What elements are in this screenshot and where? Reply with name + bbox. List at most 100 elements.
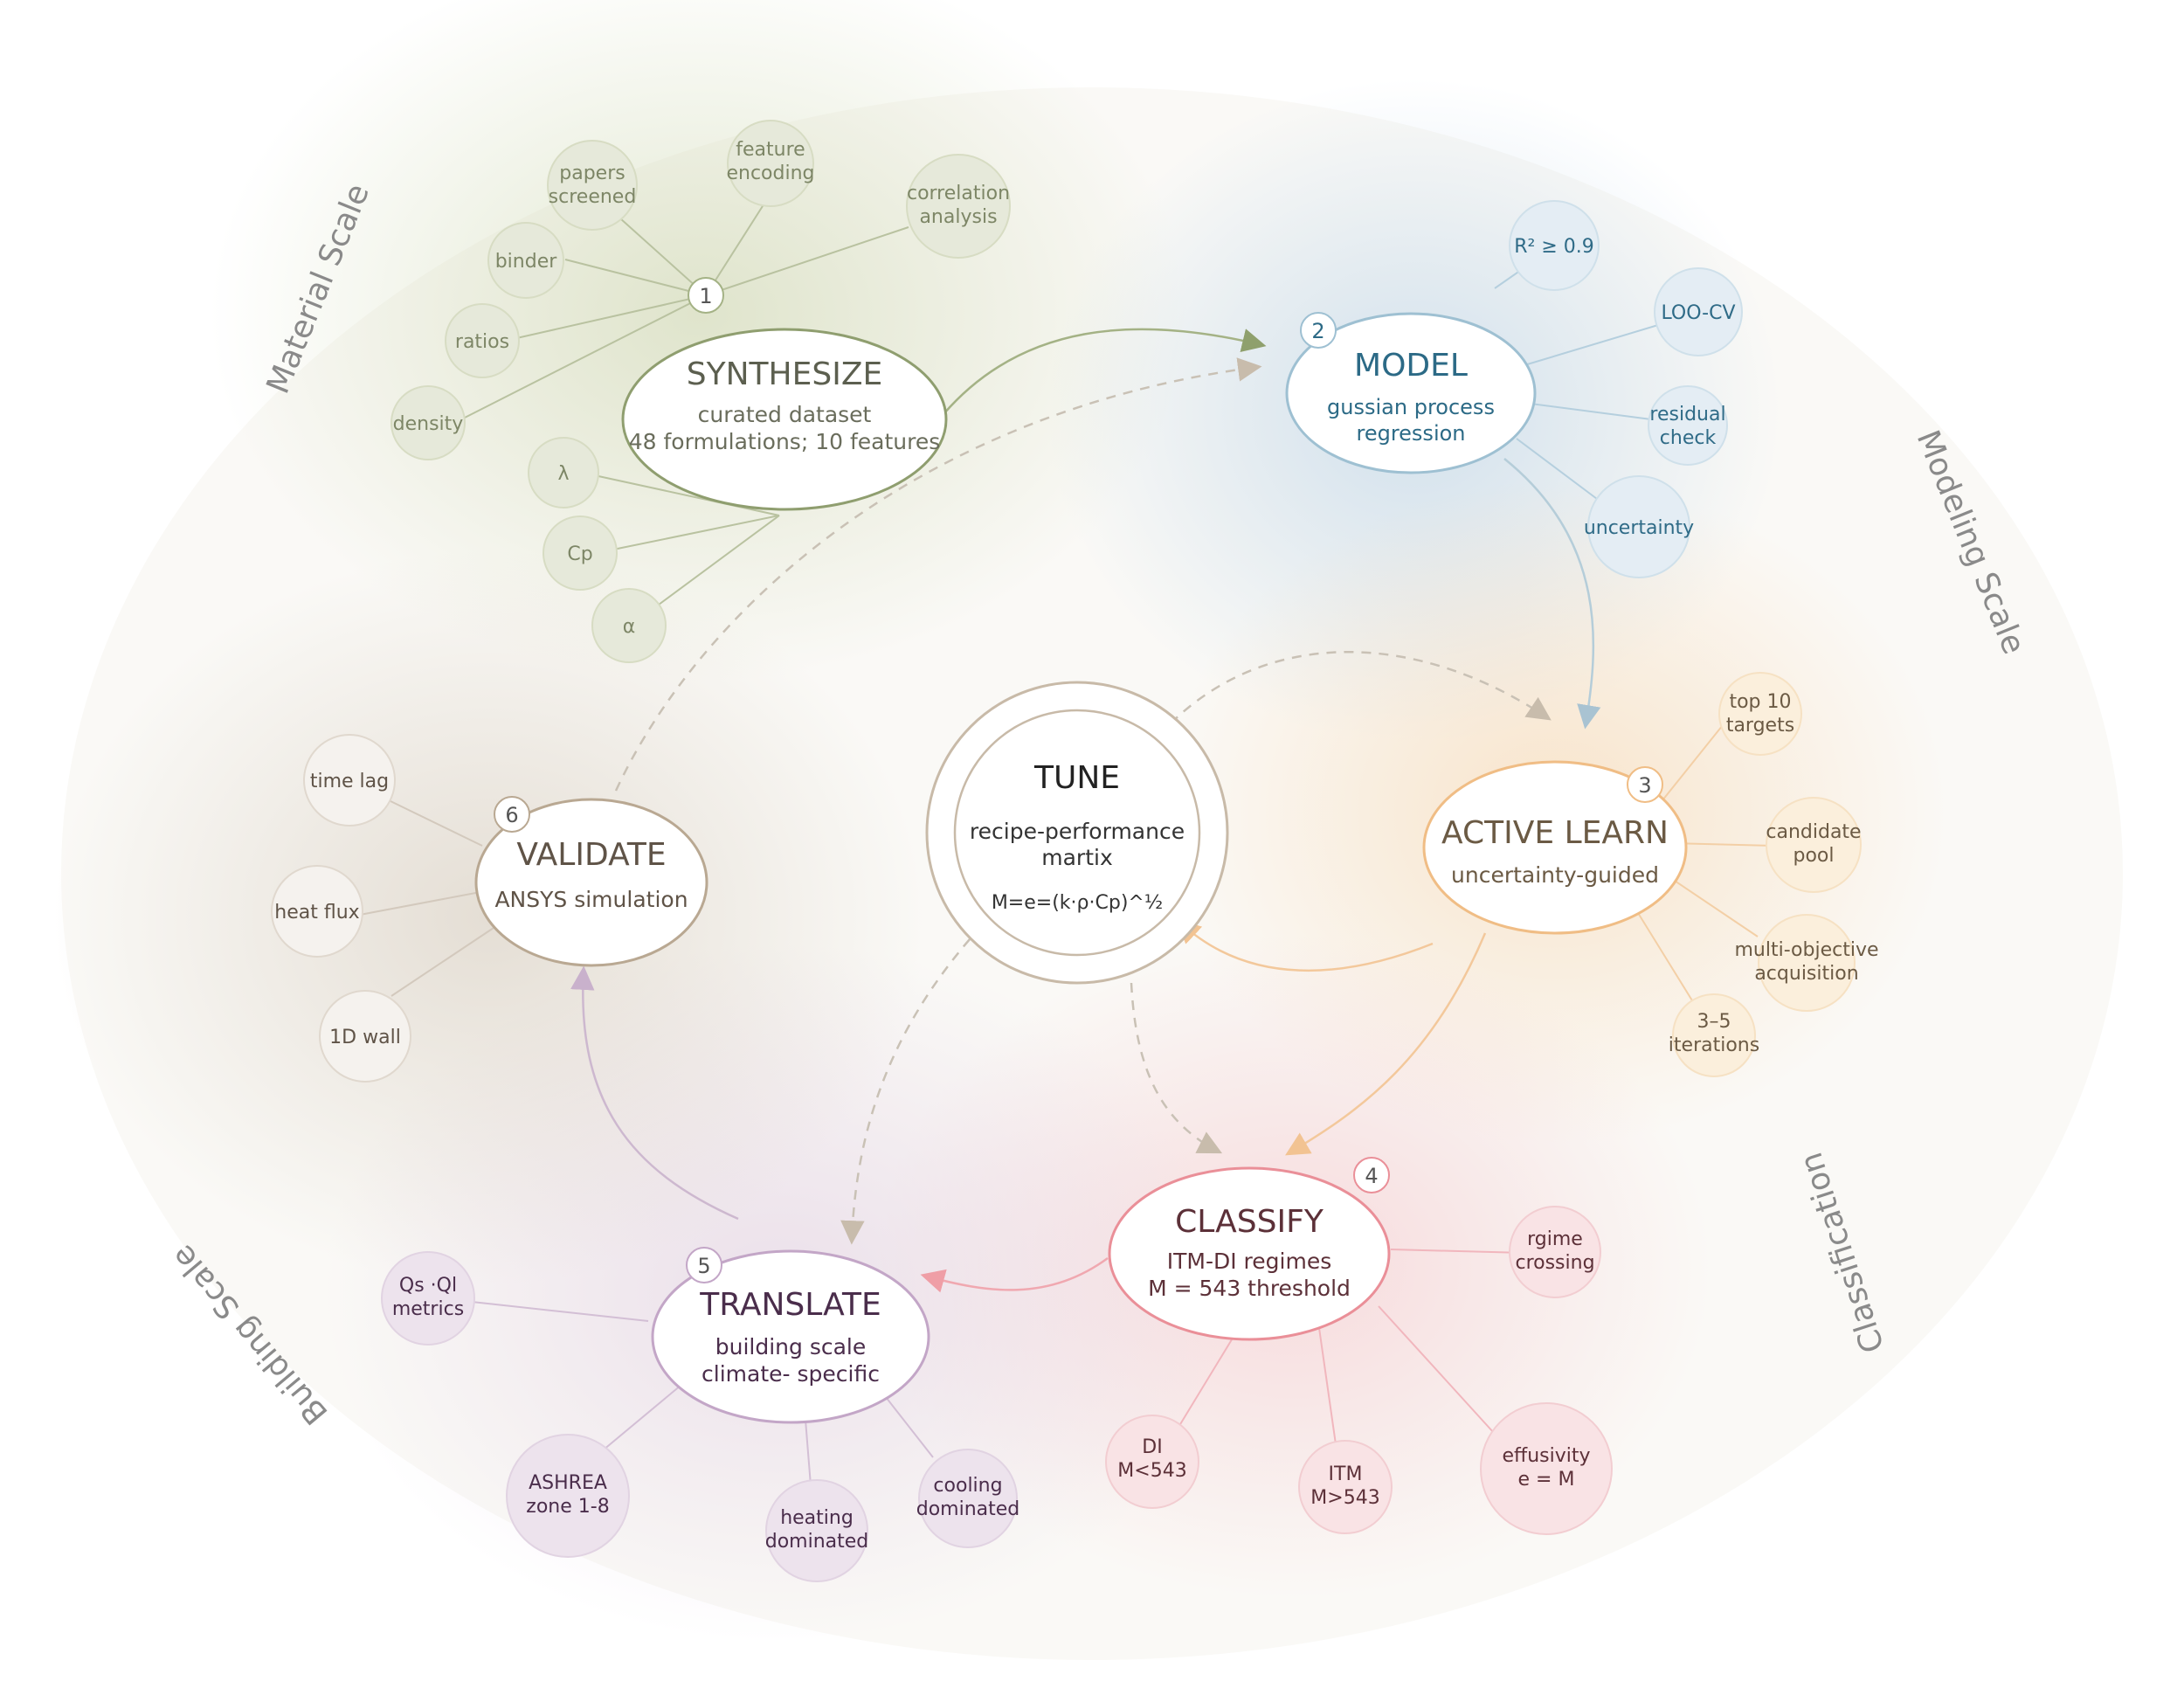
satellite-iterations: 3–5 iterations: [1669, 993, 1759, 1077]
svg-text:top 10: top 10: [1729, 691, 1791, 713]
svg-text:3–5: 3–5: [1697, 1011, 1731, 1033]
svg-text:effusivity: effusivity: [1503, 1445, 1591, 1467]
satellite-effusivity: effusivity e = M: [1480, 1402, 1613, 1535]
svg-text:ratios: ratios: [455, 331, 509, 353]
svg-text:dominated: dominated: [765, 1531, 869, 1553]
svg-text:M>543: M>543: [1310, 1487, 1379, 1509]
svg-text:LOO-CV: LOO-CV: [1661, 302, 1735, 324]
stage-model-title: MODEL: [1354, 348, 1468, 384]
satellites-model: R² ≥ 0.9 LOO-CV residual check uncertain…: [1509, 200, 1743, 578]
svg-text:ASHREA: ASHREA: [529, 1472, 607, 1494]
connector-lines: [359, 198, 1774, 1486]
stage-classify-sub2: M = 543 threshold: [1148, 1276, 1351, 1301]
arrow-active-to-classify: [1285, 932, 1487, 1156]
satellite-qs-ql-metrics: Qs ·Ql metrics: [381, 1251, 475, 1346]
satellites-translate: Qs ·Ql metrics ASHREA zone 1-8 heating d…: [381, 1251, 1019, 1582]
svg-text:e = M: e = M: [1518, 1469, 1575, 1491]
satellite-cooling-dominated: cooling dominated: [916, 1449, 1019, 1548]
svg-text:acquisition: acquisition: [1754, 963, 1858, 985]
center-title: TUNE: [1033, 760, 1120, 796]
svg-text:papers: papers: [559, 163, 625, 184]
satellite-correlation-analysis: correlation analysis: [906, 154, 1011, 259]
satellite-ratios: ratios: [445, 303, 520, 378]
arrow-synthesize-to-model: [943, 328, 1267, 415]
stage-classify: CLASSIFY ITM-DI regimes M = 543 threshol…: [1108, 1166, 1391, 1341]
badge-3: 3: [1627, 766, 1663, 803]
svg-text:1D wall: 1D wall: [329, 1027, 401, 1048]
stage-validate-title: VALIDATE: [516, 837, 666, 873]
badge-1: 1: [688, 277, 724, 314]
svg-text:4: 4: [1365, 1164, 1378, 1188]
satellite-ashrae-zone: ASHREA zone 1-8: [506, 1434, 630, 1558]
stage-classify-title: CLASSIFY: [1175, 1204, 1324, 1240]
center-sub2: martix: [1041, 845, 1113, 870]
stage-classify-sub1: ITM-DI regimes: [1167, 1249, 1332, 1274]
flow-arrows: [570, 328, 1601, 1293]
satellite-candidate-pool: candidate pool: [1766, 797, 1862, 893]
badge-5: 5: [686, 1247, 722, 1283]
stage-translate-sub1: building scale: [715, 1334, 867, 1359]
svg-text:2: 2: [1311, 319, 1324, 343]
satellite-loo-cv: LOO-CV: [1654, 267, 1743, 356]
svg-text:5: 5: [697, 1254, 710, 1278]
satellite-r2: R² ≥ 0.9: [1509, 200, 1600, 291]
svg-text:check: check: [1660, 427, 1717, 449]
svg-text:cooling: cooling: [933, 1475, 1002, 1497]
satellite-cp: Cp: [543, 515, 618, 591]
svg-text:analysis: analysis: [919, 206, 997, 228]
satellite-uncertainty: uncertainty: [1584, 475, 1694, 578]
satellite-time-lag: time lag: [303, 734, 396, 827]
stage-synthesize-sub2: 48 formulations; 10 features: [629, 429, 940, 454]
center-sub1: recipe-performance: [970, 819, 1185, 844]
svg-text:6: 6: [505, 803, 518, 827]
svg-text:targets: targets: [1726, 715, 1794, 737]
svg-text:screened: screened: [549, 186, 637, 208]
satellite-binder: binder: [487, 222, 564, 299]
badge-4: 4: [1353, 1157, 1390, 1193]
stage-active-title: ACTIVE LEARN: [1441, 815, 1669, 851]
satellite-di: DI M<543: [1105, 1415, 1199, 1509]
svg-text:heating: heating: [780, 1507, 854, 1529]
center-formula: M=e=(k·ρ·Cp)^½: [992, 892, 1163, 914]
stage-model: MODEL gussian process regression: [1285, 312, 1537, 474]
svg-text:3: 3: [1638, 773, 1651, 798]
arrow-active-to-tune: [1176, 918, 1434, 972]
arrow-classify-to-translate: [920, 1256, 1109, 1293]
svg-text:heat flux: heat flux: [274, 902, 359, 924]
dashed-validate-to-model: [614, 357, 1262, 792]
svg-text:binder: binder: [495, 251, 558, 273]
svg-text:density: density: [393, 413, 464, 435]
satellite-residual-check: residual check: [1648, 385, 1728, 466]
satellite-regime-crossing: rgime crossing: [1509, 1206, 1601, 1298]
stage-model-sub1: gussian process: [1327, 395, 1495, 419]
svg-text:λ: λ: [557, 463, 569, 485]
badge-6: 6: [494, 796, 530, 833]
satellite-heat-flux: heat flux: [271, 865, 363, 958]
satellite-heating-dominated: heating dominated: [765, 1479, 869, 1582]
stage-active-sub1: uncertainty-guided: [1451, 862, 1659, 888]
satellites-validate: time lag heat flux 1D wall: [271, 734, 411, 1083]
stage-model-sub2: regression: [1356, 421, 1465, 446]
center-tune: TUNE recipe-performance martix M=e=(k·ρ·…: [925, 681, 1229, 985]
stage-translate: TRANSLATE building scale climate- specif…: [651, 1249, 930, 1424]
satellite-feature-encoding: feature encoding: [726, 120, 815, 207]
badge-2: 2: [1300, 312, 1337, 349]
satellite-1d-wall: 1D wall: [319, 990, 411, 1083]
svg-text:candidate: candidate: [1766, 821, 1861, 843]
satellites-classify: rgime crossing DI M<543 ITM M>543 effusi…: [1105, 1206, 1613, 1535]
stage-synthesize-sub1: curated dataset: [698, 402, 872, 427]
satellite-alpha: α: [591, 588, 667, 663]
satellite-density: density: [390, 385, 466, 460]
stage-validate: VALIDATE ANSYS simulation: [474, 798, 708, 967]
svg-text:1: 1: [699, 284, 712, 308]
svg-text:α: α: [623, 616, 636, 638]
svg-text:DI: DI: [1142, 1436, 1162, 1458]
arrow-model-to-active: [1503, 458, 1601, 730]
dashed-tune-to-active: [1170, 651, 1552, 724]
svg-text:R² ≥ 0.9: R² ≥ 0.9: [1514, 236, 1594, 258]
svg-text:uncertainty: uncertainty: [1584, 517, 1694, 539]
dashed-tune-to-translate: [840, 938, 971, 1245]
svg-text:crossing: crossing: [1515, 1252, 1594, 1274]
